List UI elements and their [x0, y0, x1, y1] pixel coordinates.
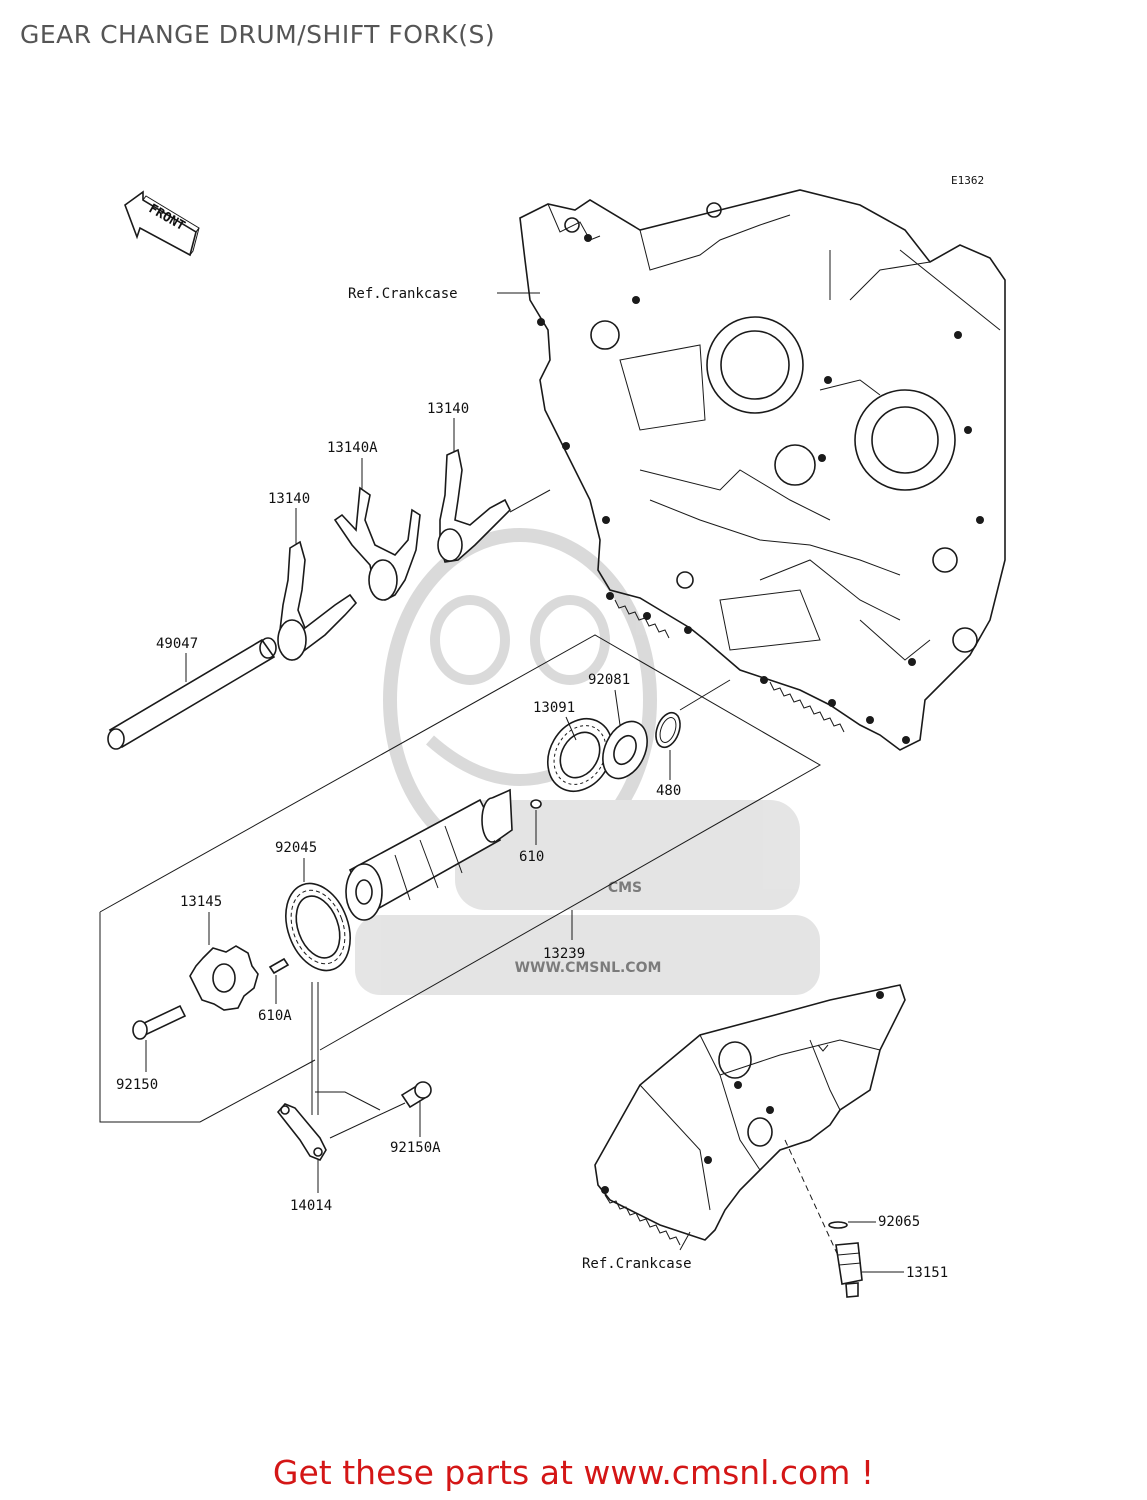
pin-610 [530, 799, 542, 809]
bolt-92150a [400, 1081, 432, 1109]
bolt-92150 [132, 1004, 187, 1040]
crankcase-upper [519, 189, 1006, 751]
shift-fork-13140-right [437, 448, 511, 563]
cms-watermark: CMS WWW.CMSNL.COM [355, 528, 820, 995]
shift-fork-13140a [333, 486, 421, 601]
part-92081-label: 92081 [588, 672, 630, 688]
stopper-arm-14014 [276, 1103, 327, 1161]
crankcase-lower [594, 984, 906, 1246]
part-49047-label: 49047 [156, 636, 198, 652]
part-13140-left-label: 13140 [268, 491, 310, 507]
drum-assembly-outline [99, 634, 822, 1051]
page-title: GEAR CHANGE DRUM/SHIFT FORK(S) [20, 20, 496, 49]
part-92045-label: 92045 [275, 840, 317, 856]
part-610-label: 610 [519, 849, 544, 865]
ref-crankcase-label-lower: Ref.Crankcase [582, 1256, 692, 1272]
part-13140a-label: 13140A [327, 440, 378, 456]
part-13091-label: 13091 [533, 700, 575, 716]
circlip-480 [655, 711, 681, 749]
shift-drum-cam-13145 [189, 945, 259, 1011]
part-92150-label: 92150 [116, 1077, 158, 1093]
part-13145-label: 13145 [180, 894, 222, 910]
part-610a-label: 610A [258, 1008, 292, 1024]
part-13239-label: 13239 [543, 946, 585, 962]
bearing-92045 [285, 882, 351, 972]
gasket-92065 [828, 1221, 848, 1229]
shift-rod-49047 [107, 637, 277, 750]
front-arrow-icon: FRONT [124, 190, 200, 257]
drum-segment-13091 [547, 718, 613, 792]
watermark-brand: CMS [608, 880, 642, 896]
part-480-label: 480 [656, 783, 681, 799]
watermark-url: WWW.CMSNL.COM [515, 960, 662, 976]
shift-fork-13140-left [277, 540, 358, 662]
part-14014-label: 14014 [290, 1198, 332, 1214]
pin-610a [268, 957, 290, 975]
part-92150a-label: 92150A [390, 1140, 441, 1156]
get-parts-link[interactable]: Get these parts at www.cmsnl.com ! [272, 1453, 875, 1492]
diagram-code: E1362 [951, 174, 984, 187]
part-13151-label: 13151 [906, 1265, 948, 1281]
gear-change-drum-13239 [345, 788, 513, 921]
part-92065-label: 92065 [878, 1214, 920, 1230]
plate-92081 [602, 720, 648, 780]
neutral-switch-13151 [835, 1242, 863, 1298]
ref-crankcase-label-upper: Ref.Crankcase [348, 286, 458, 302]
part-13140-right-label: 13140 [427, 401, 469, 417]
